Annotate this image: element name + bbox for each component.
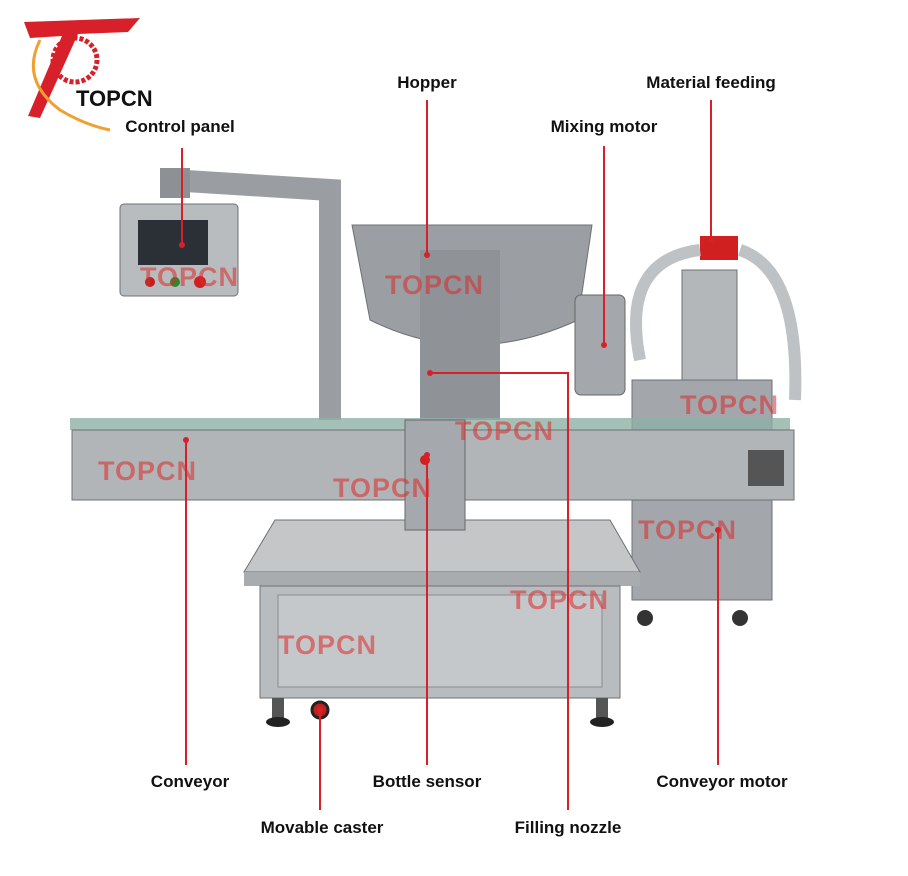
topcn-logo — [24, 18, 140, 132]
label-hopper: Hopper — [397, 73, 457, 92]
logo-text: TOPCN — [76, 86, 153, 111]
watermark: TOPCN — [510, 585, 610, 615]
label-control-panel: Control panel — [125, 117, 235, 136]
leader-lines — [181, 100, 719, 810]
label-filling-nozzle: Filling nozzle — [514, 818, 622, 837]
label-material-feeding: Material feeding — [646, 73, 776, 92]
filling-nozzle-leader — [430, 372, 569, 810]
label-conveyor-motor: Conveyor motor — [656, 772, 788, 791]
label-conveyor: Conveyor — [150, 772, 230, 791]
watermark: TOPCN — [638, 515, 738, 545]
watermark: TOPCN — [455, 416, 555, 446]
watermark: TOPCN — [333, 473, 433, 503]
label-bottle-sensor: Bottle sensor — [372, 772, 482, 791]
watermark: TOPCN — [680, 390, 780, 420]
watermark: TOPCN — [98, 456, 198, 486]
label-movable-caster: Movable caster — [260, 818, 384, 837]
watermark: TOPCN — [278, 630, 378, 660]
watermark: TOPCN — [385, 270, 485, 300]
watermark: TOPCN — [140, 262, 240, 292]
label-mixing-motor: Mixing motor — [550, 117, 658, 136]
